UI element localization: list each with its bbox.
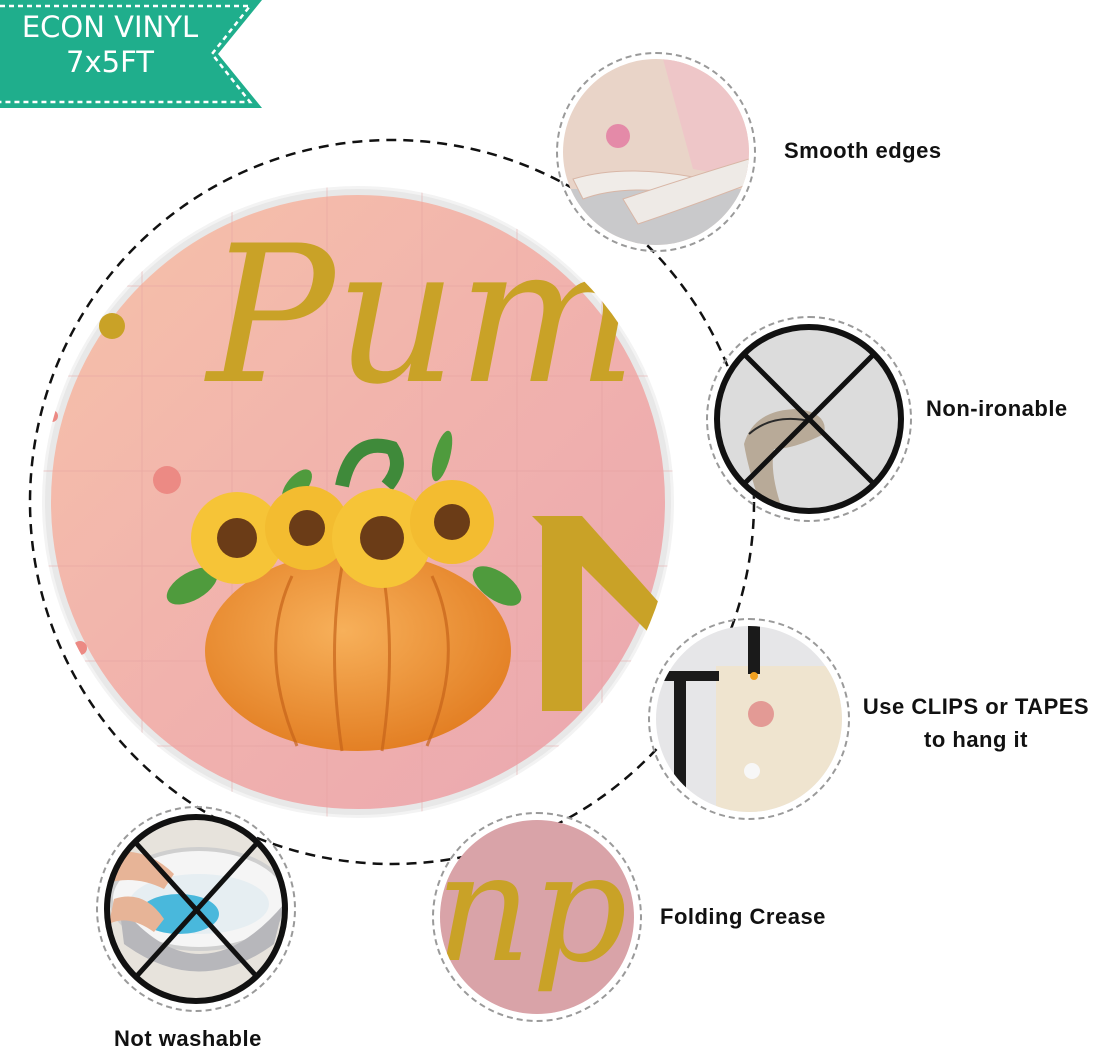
non-ironable-label: Non-ironable xyxy=(926,396,1068,421)
folding-crease-image: np xyxy=(440,820,634,1014)
folding-crease-label: Folding Crease xyxy=(660,904,826,929)
not-washable-label: Not washable xyxy=(114,1026,262,1051)
clips-tapes-ring xyxy=(648,618,850,820)
non-ironable-ring xyxy=(706,316,912,522)
main-product-circle: Pum xyxy=(42,186,674,818)
clips-tapes-label-line2: to hang it xyxy=(924,727,1028,752)
no-cross-icon xyxy=(104,814,288,1004)
econ-vinyl-banner: ECON VINYL 7x5FT xyxy=(0,0,262,108)
smooth-edges-ring xyxy=(556,52,756,252)
clips-tapes-label: Use CLIPS or TAPES to hang it xyxy=(856,690,1095,756)
no-cross-icon xyxy=(714,324,904,514)
ribbon-shape xyxy=(0,0,262,108)
smooth-edges-label: Smooth edges xyxy=(784,138,942,163)
smooth-edges-image xyxy=(563,59,749,245)
banner-line-2: 7x5FT xyxy=(66,45,154,79)
pumpkin-backdrop-illustration: Pum xyxy=(42,186,674,818)
clips-tapes-label-line1: Use CLIPS or TAPES xyxy=(862,694,1090,719)
svg-text:np: np xyxy=(440,822,628,996)
not-washable-ring xyxy=(96,806,296,1012)
banner-line-1: ECON VINYL xyxy=(21,10,199,44)
folding-crease-ring xyxy=(432,812,642,1022)
clips-tapes-image xyxy=(656,626,842,812)
